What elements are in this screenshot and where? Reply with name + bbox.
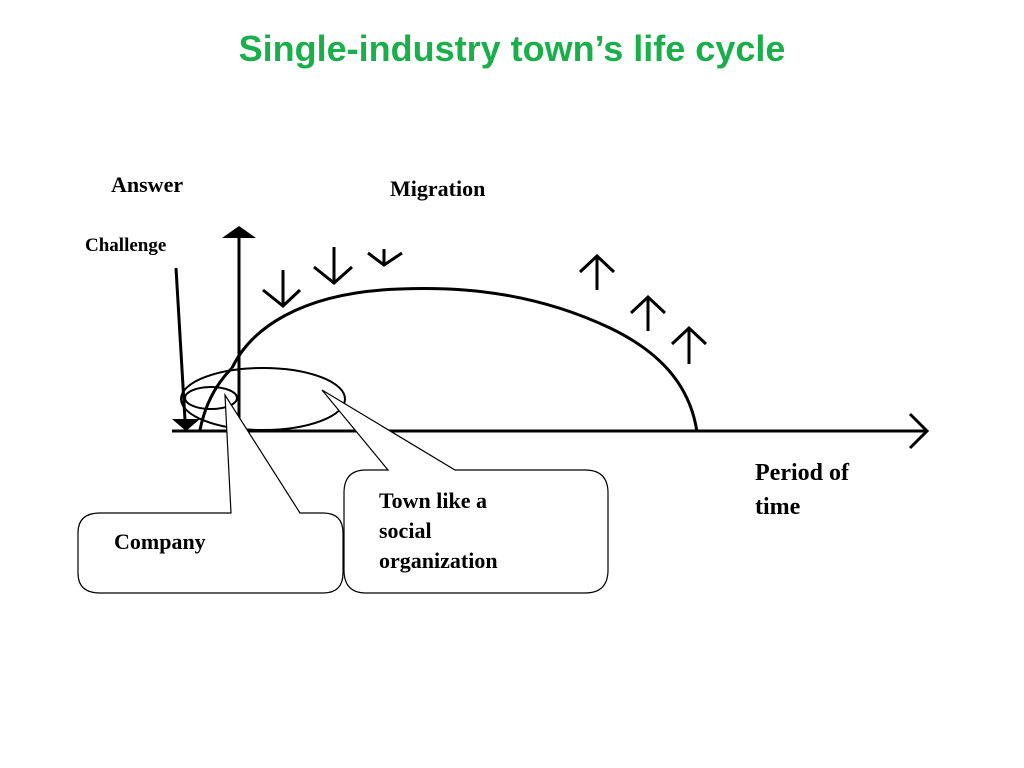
y-axis-label: Answer [111, 172, 183, 197]
curve-start-segment [198, 366, 234, 431]
challenge-label: Challenge [85, 235, 166, 256]
migration-out-arrow [629, 294, 667, 331]
life-cycle-curve [230, 286, 699, 433]
company-ellipse [184, 386, 238, 410]
x-axis-arrowhead [908, 412, 930, 450]
y-axis-arrowhead [222, 226, 256, 238]
migration-in-arrow [262, 270, 302, 308]
town-callout-text-line2: social [379, 518, 432, 543]
migration-out-arrow [578, 253, 616, 290]
challenge-arrowhead [172, 419, 200, 431]
migration-in-arrow [313, 247, 353, 285]
x-axis-label-line1: Period of [755, 460, 850, 486]
company-callout [77, 392, 344, 594]
x-axis-label-line2: time [755, 494, 801, 520]
town-callout-text-line1: Town like a [379, 488, 487, 513]
migration-out-arrow [670, 325, 708, 364]
town-callout [321, 389, 609, 594]
migration-label: Migration [390, 176, 485, 201]
page-title: Single-industry town’s life cycle [238, 28, 786, 69]
town-callout-text-line3: organization [379, 548, 498, 573]
migration-in-arrow [367, 249, 403, 267]
company-callout-text: Company [114, 529, 206, 554]
challenge-arrow [174, 267, 187, 421]
town-ellipse [180, 367, 346, 431]
